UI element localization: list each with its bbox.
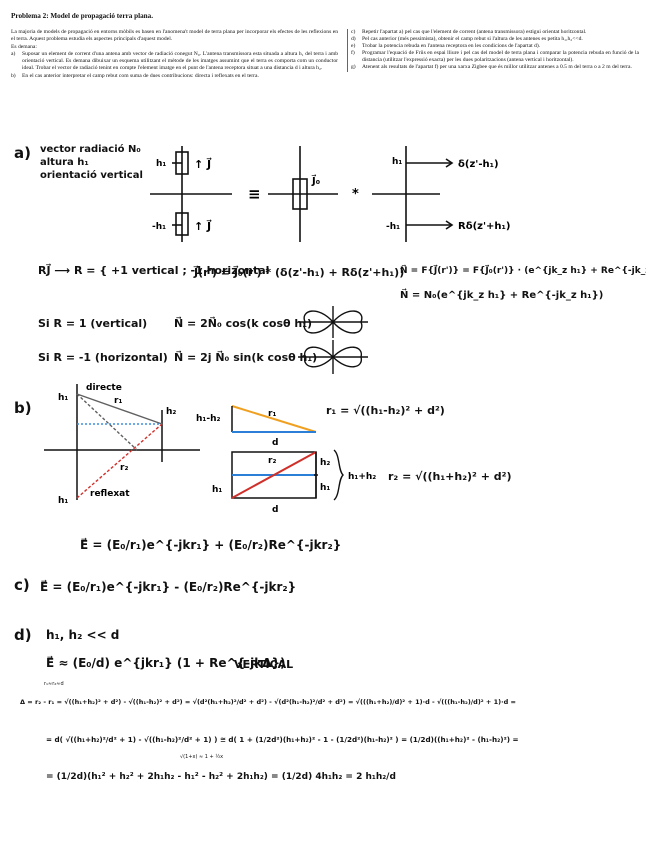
b-label-r2-tri: r₂ — [268, 456, 276, 466]
image-method-diagram: h₁ -h₁ ↑ J⃗ ↑ J⃗ ≡ J⃗₀ * h₁ -h₁ δ(z'-h₁)… — [150, 146, 510, 242]
b-label-d-tri1: d — [272, 438, 278, 448]
item-text: Atenent als resultats de l'apartat f) pe… — [362, 64, 632, 71]
field-approx: E⃗ ≈ (E₀/d) e^{jkr₁} (1 + Re^{-jkΔ}) — [46, 656, 286, 670]
item-label: f) — [351, 50, 355, 57]
b-label-h1: h₁ — [58, 393, 68, 403]
taylor-note: √(1+x) ≈ 1 + ½x — [180, 754, 224, 760]
item-label: c) — [351, 29, 356, 35]
b-label-r1-tri: r₁ — [268, 409, 276, 419]
image-ray — [76, 423, 163, 499]
delta-line-2: = d( √((h₁+h₂)²/d² + 1) - √((h₁-h₂)²/d² … — [46, 735, 519, 744]
case-vertical-label: Si R = 1 (vertical) — [38, 317, 148, 330]
reflected-ray-upper — [76, 393, 138, 451]
diagram-label-h1-right: h₁ — [392, 157, 402, 167]
eq-vertical: N⃗ = 2N⃗₀ cos(k cosθ h₁) — [174, 317, 313, 330]
diagram-current-top: ↑ J⃗ — [194, 157, 212, 171]
small-height-condition: h₁, h₂ << d — [46, 628, 120, 642]
distance-approx-note: r₁≈r₂≈d — [44, 681, 64, 687]
delta-bottom-label: Rδ(z'+h₁) — [458, 221, 510, 232]
problem-item-d: d) Pel cas anterior (més pessimista), ob… — [351, 36, 639, 43]
r1-formula: r₁ = √((h₁-h₂)² + d²) — [326, 404, 445, 417]
b-label-h2: h₂ — [166, 407, 176, 417]
problem-title: Problema 2: Model de propagació terra pl… — [11, 12, 154, 20]
section-label-c: c) — [14, 576, 30, 594]
delta-top-label: δ(z'-h₁) — [458, 159, 499, 170]
item-text: En el cas anterior interpretar el camp r… — [22, 72, 259, 79]
field-b: E⃗ = (E₀/r₁)e^{-jkr₁} + (E₀/r₂)Re^{-jkr₂… — [80, 538, 342, 552]
note-radiation-vector: vector radiació N₀ — [40, 144, 141, 155]
two-ray-diagram: h₁ h₂ directe r₁ r₂ reflexat h₁ h₁-h₂ r₁… — [44, 383, 376, 515]
eq-horizontal: N⃗ = 2j N⃗₀ sin(k cosθ h₁) — [174, 351, 318, 364]
horizontal-pattern-lobes — [304, 346, 362, 368]
b-label-r2: r₂ — [120, 463, 128, 473]
b-label-h1-tri-right: h₁ — [320, 483, 330, 493]
problem-item-f: f) Programar l'equació de Friis en espai… — [351, 50, 639, 64]
item-label: e) — [351, 43, 356, 50]
b-label-h1-image: h₁ — [58, 496, 68, 506]
reflected-triangle-hyp — [231, 451, 317, 499]
b-label-reflexat: reflexat — [90, 489, 130, 499]
item-label: d) — [351, 36, 356, 43]
problem-statement-left: La majoria de models de propagació en en… — [11, 29, 338, 80]
b-label-r1: r₁ — [114, 396, 122, 406]
convolution-symbol: * — [352, 187, 359, 202]
radiation-vector-eq-1: N⃗ = F{J⃗(r')} = F{J⃗₀(r')} · (e^{jk_z h… — [400, 266, 646, 276]
field-c: E⃗ = (E₀/r₁)e^{-jkr₁} - (E₀/r₂)Re^{-jkr₂… — [40, 580, 297, 594]
problem-item-c: c) Repetir l'apartat a) pel cas que l'el… — [351, 29, 639, 36]
problem-statement-right: c) Repetir l'apartat a) pel cas que l'el… — [347, 29, 639, 72]
section-label-a: a) — [14, 144, 31, 162]
problem-intro: La majoria de models de propagació en en… — [11, 29, 338, 43]
problem-item-b: b) En el cas anterior interpretar el cam… — [11, 73, 338, 80]
item-text: Suposar un element de corrent d'una ante… — [22, 51, 338, 72]
item-text: Pel cas anterior (més pessimista), obten… — [362, 36, 583, 43]
b-label-h1-tri: h₁ — [212, 485, 222, 495]
problem-item-e: e) Trobar la potencia rebuda en l'antena… — [351, 43, 639, 50]
problem-demana: Es demana: — [11, 44, 37, 51]
diagram-current-j0: J⃗₀ — [311, 174, 320, 187]
radiation-patterns — [298, 306, 368, 374]
note-orientation: orientació vertical — [40, 170, 143, 181]
note-height: altura h₁ — [40, 157, 89, 168]
current-density-eq: J⃗(r') = J⃗₀(r') * (δ(z'-h₁) + Rδ(z'+h₁)… — [194, 266, 405, 279]
vertical-label: VERTICAL — [234, 658, 294, 671]
diagram-label-h1: h₁ — [156, 159, 166, 169]
section-label-b: b) — [14, 399, 32, 417]
problem-item-g: g) Atenent als resultats de l'apartat f)… — [351, 64, 639, 71]
vertical-pattern-lobes — [303, 310, 363, 334]
section-label-d: d) — [14, 626, 32, 644]
item-text: Trobar la potencia rebuda en l'antena re… — [362, 43, 541, 50]
b-label-d-tri2: d — [272, 505, 278, 515]
item-label: g) — [351, 64, 356, 71]
b-label-directe: directe — [86, 383, 122, 393]
diagram-label-minus-h1-right: -h₁ — [386, 222, 400, 232]
b-label-h1-plus-h2: h₁+h₂ — [348, 472, 376, 482]
problem-item-a: a) Suposar un element de corrent d'una a… — [11, 51, 338, 72]
equivalence-symbol: ≡ — [248, 185, 261, 203]
item-label: b) — [11, 72, 16, 79]
b-label-h1-minus-h2: h₁-h₂ — [196, 414, 220, 424]
diagram-label-minus-h1: -h₁ — [152, 222, 166, 232]
radiation-vector-eq-2: N⃗ = N₀(e^{jk_z h₁} + Re^{-jk_z h₁}) — [400, 290, 604, 301]
item-label: a) — [11, 51, 16, 58]
item-text: Programar l'equació de Friis en espai ll… — [362, 50, 639, 64]
delta-line-1: Δ = r₂ - r₁ = √((h₁+h₂)² + d²) - √((h₁-h… — [20, 698, 516, 706]
b-label-h2-tri: h₂ — [320, 458, 330, 468]
case-horizontal-label: Si R = -1 (horizontal) — [38, 351, 168, 364]
item-text: Repetir l'apartat a) pel cas que l'eleme… — [362, 29, 587, 35]
delta-line-3: = (1/2d)(h₁² + h₂² + 2h₁h₂ - h₁² - h₂² +… — [46, 772, 396, 782]
diagram-current-image: ↑ J⃗ — [194, 219, 212, 233]
reflection-coef-line: RJ⃗ ⟶ R = { +1 vertical ; -1 horizontal — [38, 264, 270, 277]
direct-ray — [76, 393, 163, 425]
r2-formula: r₂ = √((h₁+h₂)² + d²) — [388, 470, 512, 483]
direct-triangle-hyp — [231, 405, 317, 433]
